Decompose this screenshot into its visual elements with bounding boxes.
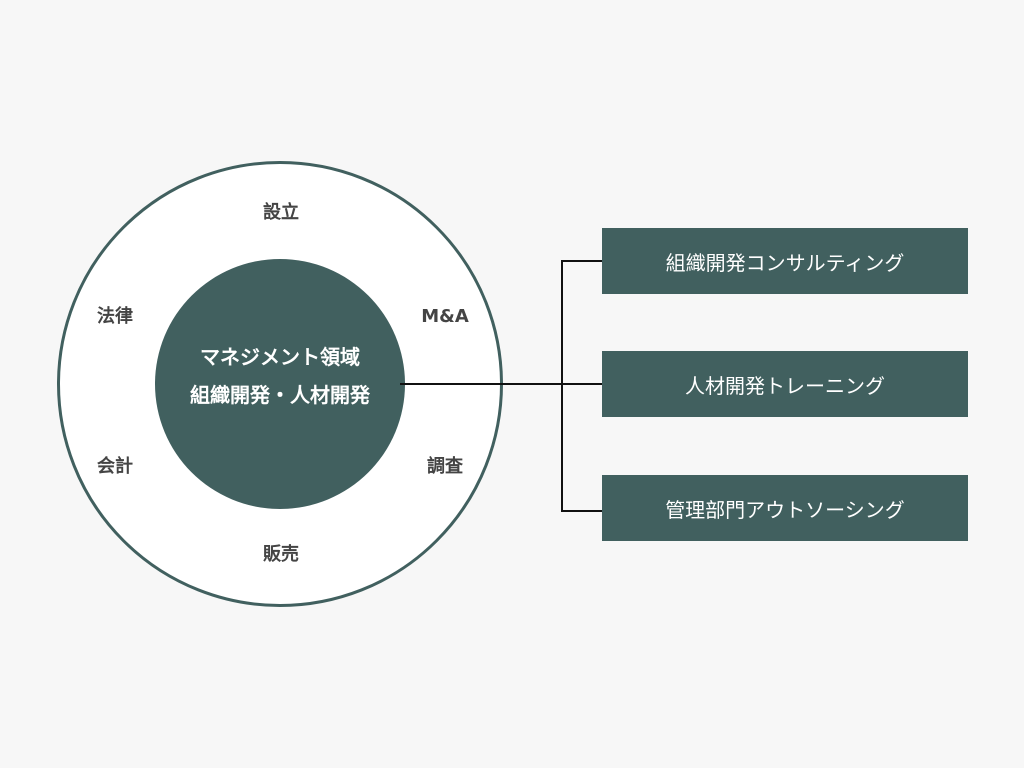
core-circle <box>155 259 405 509</box>
ring-label-research: 調査 <box>427 456 463 477</box>
service-hr-training: 人材開発トレーニング <box>602 351 968 417</box>
ring-label-law: 法律 <box>97 306 133 327</box>
ring-label-accounting: 会計 <box>97 456 133 477</box>
service-org-consulting: 組織開発コンサルティング <box>602 228 968 294</box>
core-subtitle: 組織開発・人材開発 <box>190 383 370 407</box>
ring-label-ma: M&A <box>421 306 469 327</box>
core-title: マネジメント領域 <box>200 345 360 369</box>
ring-label-setup: 設立 <box>263 202 299 223</box>
ring-label-sales: 販売 <box>263 544 299 565</box>
service-admin-outsourcing: 管理部門アウトソーシング <box>602 475 968 541</box>
